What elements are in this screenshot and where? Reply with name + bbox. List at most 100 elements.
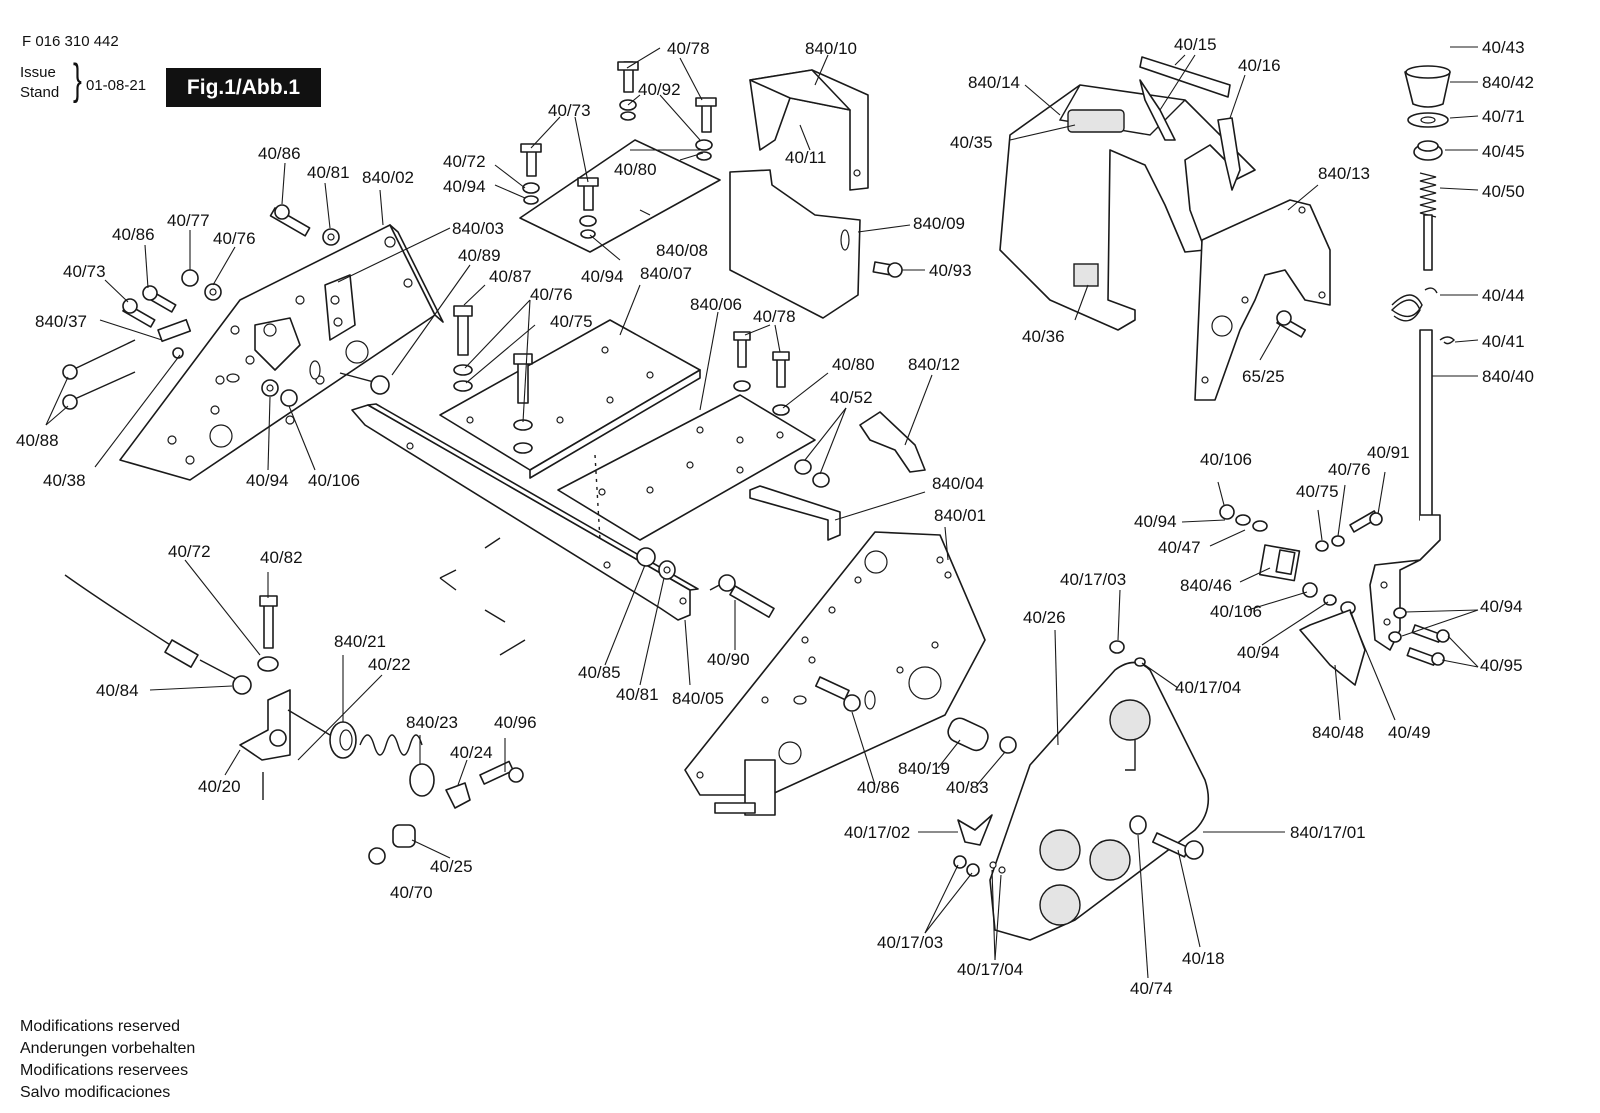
cross-beam-channel (351, 403, 699, 621)
callout-label: 40/45 (1482, 142, 1525, 161)
issue-label-en: Issue (20, 64, 56, 81)
callout-label: 840/05 (672, 689, 724, 708)
callout-label: 840/14 (968, 73, 1020, 92)
callout-label: 40/16 (1238, 56, 1281, 75)
callout-label: 840/17/01 (1290, 823, 1366, 842)
callout-label: 40/11 (785, 148, 826, 167)
callout-label: 40/94 (1480, 597, 1523, 616)
callout-label: 40/47 (1158, 538, 1201, 557)
fasteners-left-cluster (62, 204, 390, 410)
callout-label: 840/10 (805, 39, 857, 58)
callout-label: 840/01 (934, 506, 986, 525)
callout-label: 40/76 (530, 285, 573, 304)
callout-label: 840/12 (908, 355, 960, 374)
callout-label: 840/40 (1482, 367, 1534, 386)
callout-label: 40/72 (443, 152, 486, 171)
callout-label: 40/91 (1367, 443, 1410, 462)
callout-label: 40/94 (1237, 643, 1280, 662)
callout-label: 840/13 (1318, 164, 1370, 183)
callout-label: 40/25 (430, 857, 473, 876)
callout-label: 840/37 (35, 312, 87, 331)
fasteners-right-cluster (1219, 504, 1450, 686)
cover-bracket (729, 69, 903, 319)
callout-label: 40/106 (308, 471, 360, 490)
callout-label: 40/96 (494, 713, 537, 732)
callout-label: 40/38 (43, 471, 86, 490)
callout-label: 40/73 (63, 262, 106, 281)
mounting-plate-upper (439, 305, 701, 479)
issue-date: 01-08-21 (86, 77, 147, 94)
callout-label: 840/02 (362, 168, 414, 187)
callout-label: 840/19 (898, 759, 950, 778)
callout-label: 40/17/04 (957, 960, 1023, 979)
callout-label: 840/03 (452, 219, 504, 238)
callout-label: 840/46 (1180, 576, 1232, 595)
callout-label: 840/48 (1312, 723, 1364, 742)
callout-label: 40/78 (753, 307, 796, 326)
callout-label: 40/75 (1296, 482, 1339, 501)
callout-label: 40/15 (1174, 35, 1217, 54)
footer-note-de: Anderungen vorbehalten (20, 1040, 196, 1057)
footer-note-es: Salvo modificaciones (20, 1084, 171, 1101)
callout-label: 840/08 (656, 241, 708, 260)
callout-label: 40/49 (1388, 723, 1431, 742)
callout-label: 40/81 (616, 685, 659, 704)
callout-label: 40/93 (929, 261, 972, 280)
callout-label: 65/25 (1242, 367, 1285, 386)
part-drawings (62, 56, 1455, 941)
callout-label: 40/26 (1023, 608, 1066, 627)
callout-label: 40/82 (260, 548, 303, 567)
callout-label: 40/17/02 (844, 823, 910, 842)
callout-label: 40/73 (548, 101, 591, 120)
callout-label: 40/43 (1482, 38, 1525, 57)
callout-label: 40/84 (96, 681, 139, 700)
footer-notes: Modifications reserved Anderungen vorbeh… (20, 1016, 195, 1104)
side-plate-upper-right (1194, 199, 1331, 401)
callout-label: 40/94 (581, 267, 624, 286)
callout-label: 40/18 (1182, 949, 1225, 968)
mounting-plate-lower (557, 331, 926, 541)
callout-label: 840/07 (640, 264, 692, 283)
callout-label: 40/20 (198, 777, 241, 796)
callout-label: 40/17/03 (877, 933, 943, 952)
callout-label: 40/92 (638, 80, 681, 99)
callout-label: 840/21 (334, 632, 386, 651)
callout-label: 40/74 (1130, 979, 1173, 998)
callout-label: 40/24 (450, 743, 493, 762)
callout-label: 40/80 (832, 355, 875, 374)
callout-label: 40/22 (368, 655, 411, 674)
callout-label: 40/83 (946, 778, 989, 797)
callout-label: 40/86 (112, 225, 155, 244)
side-plate-right (684, 531, 1017, 816)
callout-label: 40/76 (1328, 460, 1371, 479)
callout-label: 840/23 (406, 713, 458, 732)
hood (999, 56, 1256, 331)
callout-label: 40/44 (1482, 286, 1525, 305)
callout-label: 840/06 (690, 295, 742, 314)
callout-label: 40/70 (390, 883, 433, 902)
callout-label: 40/76 (213, 229, 256, 248)
callout-label: 40/106 (1210, 602, 1262, 621)
document-number: F 016 310 442 (22, 33, 119, 50)
callout-labels: 40/78 840/10 40/15 40/16 40/43 840/42 84… (16, 35, 1534, 998)
callout-label: 40/78 (667, 39, 710, 58)
callout-label: 40/35 (950, 133, 993, 152)
callout-label: 40/41 (1482, 332, 1525, 351)
issue-label: Issue Stand (20, 63, 59, 103)
callout-label: 40/72 (168, 542, 211, 561)
callout-label: 840/09 (913, 214, 965, 233)
callout-label: 40/36 (1022, 327, 1065, 346)
callout-label: 40/86 (258, 144, 301, 163)
callout-label: 40/80 (614, 160, 657, 179)
callout-label: 40/71 (1482, 107, 1525, 126)
callout-label: 40/94 (246, 471, 289, 490)
callout-label: 40/85 (578, 663, 621, 682)
callout-label: 40/95 (1480, 656, 1523, 675)
callout-label: 40/81 (307, 163, 350, 182)
callout-label: 40/89 (458, 246, 501, 265)
callout-label: 840/42 (1482, 73, 1534, 92)
cable-assembly (64, 454, 775, 865)
callout-label: 40/17/03 (1060, 570, 1126, 589)
